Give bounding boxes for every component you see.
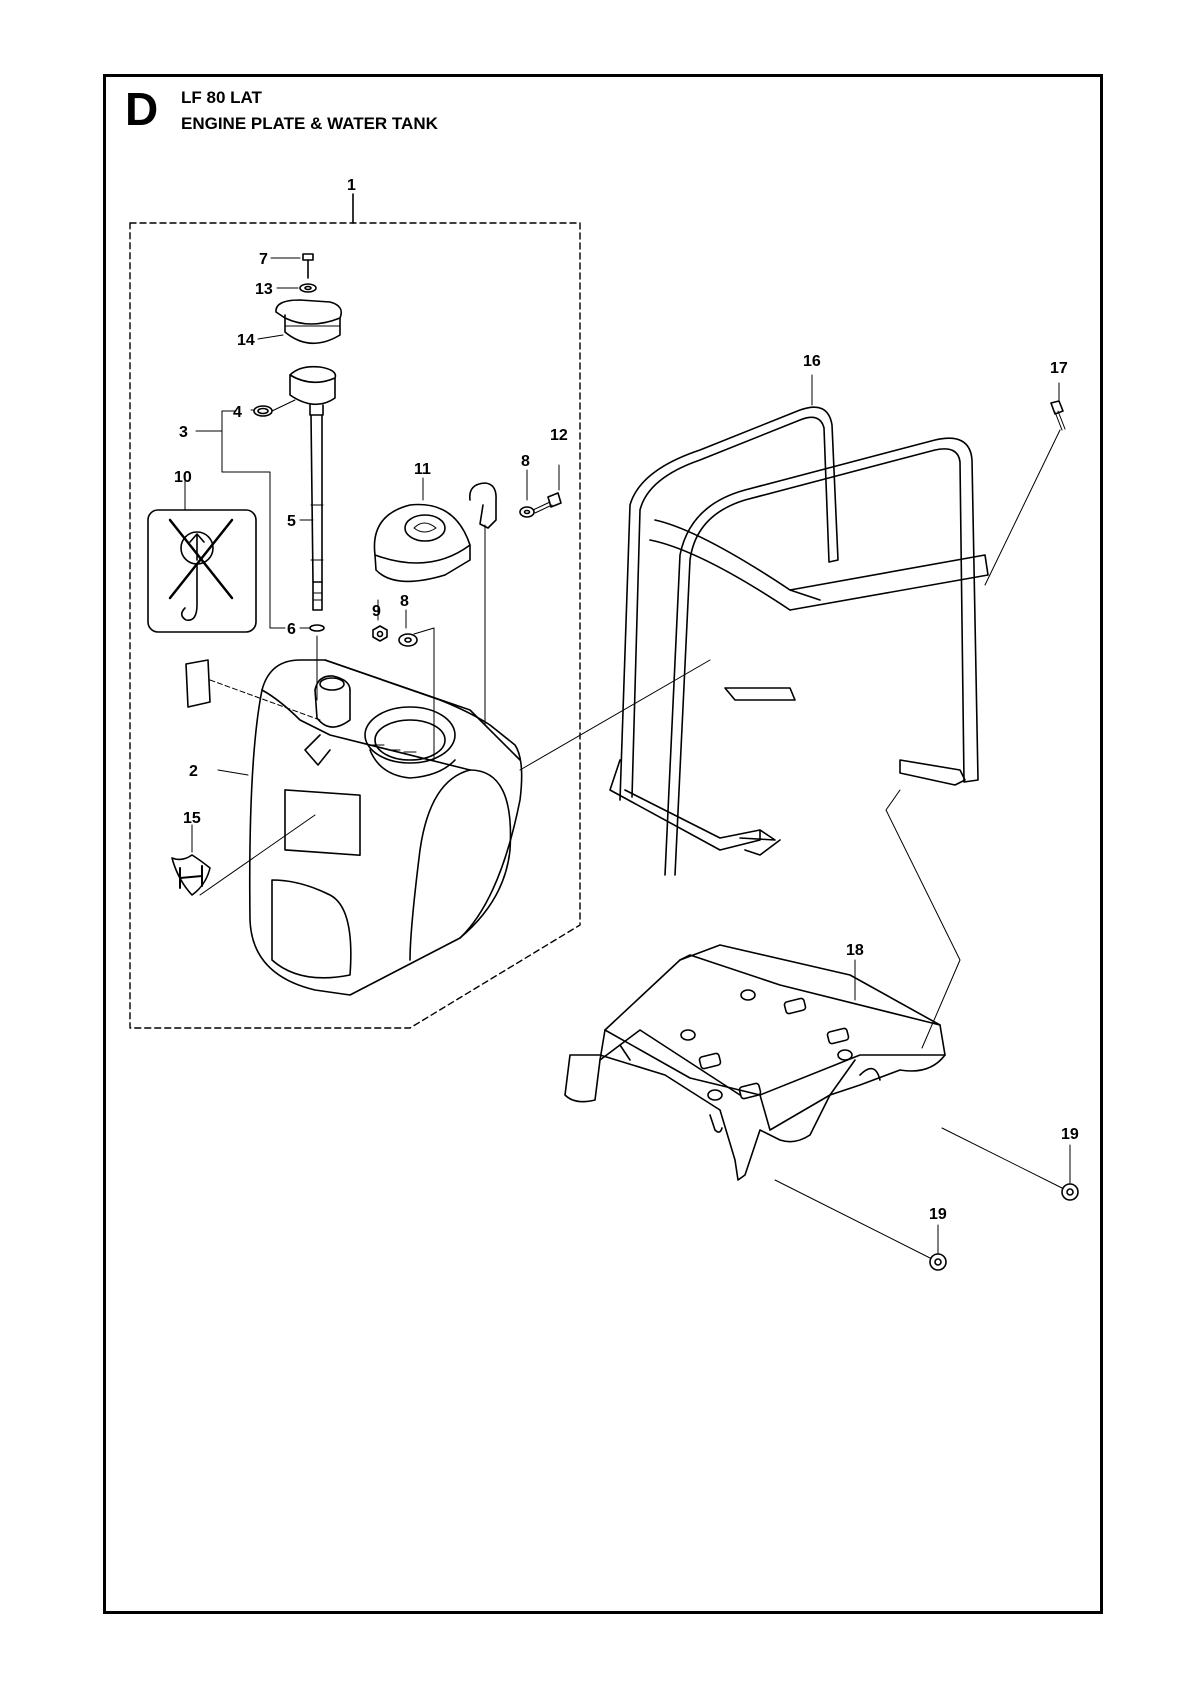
callout-19-lower: 19 [929,1206,947,1223]
brand-logo-15 [171,814,316,896]
tank-cover-11 [373,477,497,583]
callout-18: 18 [846,942,864,959]
level-tube-5 [289,365,337,701]
washer-19-lower [774,1179,947,1271]
nut-9 [372,599,388,642]
callout-4: 4 [233,404,242,421]
callout-17: 17 [1050,360,1068,377]
callout-5: 5 [287,513,296,530]
kit-boundary [129,222,581,1029]
callout-3: 3 [179,424,188,441]
callout-11: 11 [414,461,431,478]
section-letter: D [125,83,159,135]
callout-7: 7 [259,251,268,268]
seal-ring-4 [250,399,296,417]
callout-19-right: 19 [1061,1126,1079,1143]
washer-13 [276,283,317,293]
callout-10: 10 [174,469,192,486]
screw-7 [270,253,314,279]
water-tank-2 [217,659,523,996]
callout-9: 9 [372,603,381,620]
page-frame [103,74,1103,1614]
washer-8-lower [398,609,435,761]
leader-frame-plate [885,789,961,1049]
washer-8-top [519,469,535,518]
leader-tank-frame [519,659,711,771]
callout-1: 1 [347,177,356,194]
callout-15: 15 [183,810,201,827]
guard-frame-16 [609,374,989,876]
washer-19-right [941,1127,1079,1201]
model-name: LF 80 LAT [181,88,262,107]
callout-6: 6 [287,621,296,638]
leader-3 [195,410,286,629]
bolt-17 [984,382,1066,586]
knob-14 [257,299,343,345]
callout-2: 2 [189,763,198,780]
engine-plate-18 [564,944,946,1181]
callout-12: 12 [550,427,568,444]
callout-14: 14 [237,332,255,349]
callout-8-upper: 8 [521,453,530,470]
callout-13: 13 [255,281,273,298]
callout-8-lower: 8 [400,593,409,610]
screw-12 [532,464,562,514]
no-lifting-label-10 [147,479,321,721]
page-title: ENGINE PLATE & WATER TANK [181,114,438,133]
callout-16: 16 [803,353,821,370]
